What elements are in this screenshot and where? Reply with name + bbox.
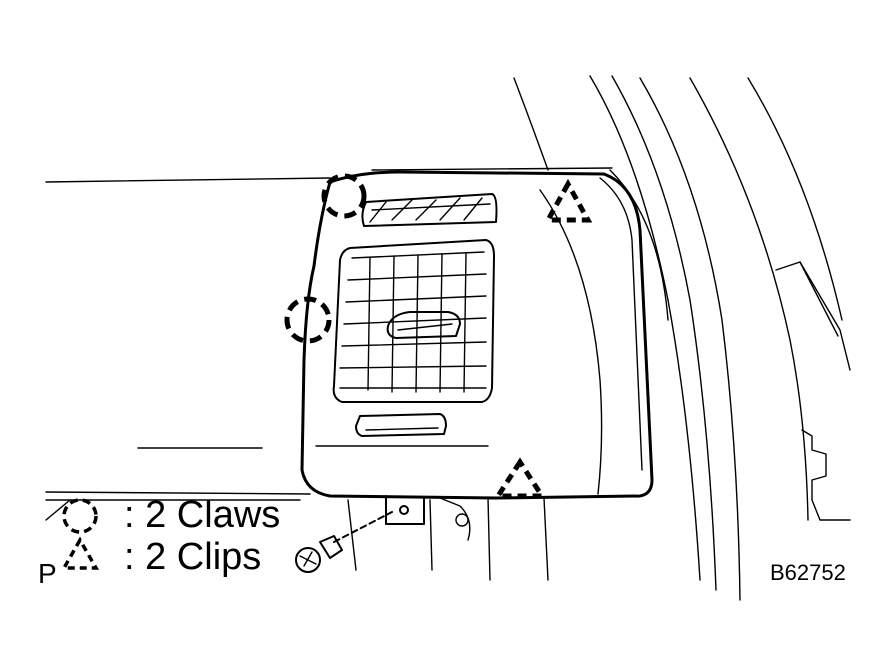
- view-letter: P: [38, 558, 57, 589]
- dashed-circle-icon: [62, 498, 98, 534]
- legend-clips-label: : 2 Clips: [124, 536, 262, 578]
- figure-id: B62752: [770, 560, 846, 585]
- claw-marker-top: [321, 173, 367, 219]
- clip-marker-top: [543, 178, 593, 223]
- mounting-bracket: [347, 495, 549, 581]
- dashed-triangle-icon: [60, 536, 100, 570]
- screw: [295, 511, 393, 573]
- legend-claws-label: : 2 Claws: [124, 494, 281, 536]
- clip-marker-bottom: [493, 457, 547, 499]
- vent-panel: [300, 170, 654, 500]
- claw-marker-side: [284, 296, 332, 344]
